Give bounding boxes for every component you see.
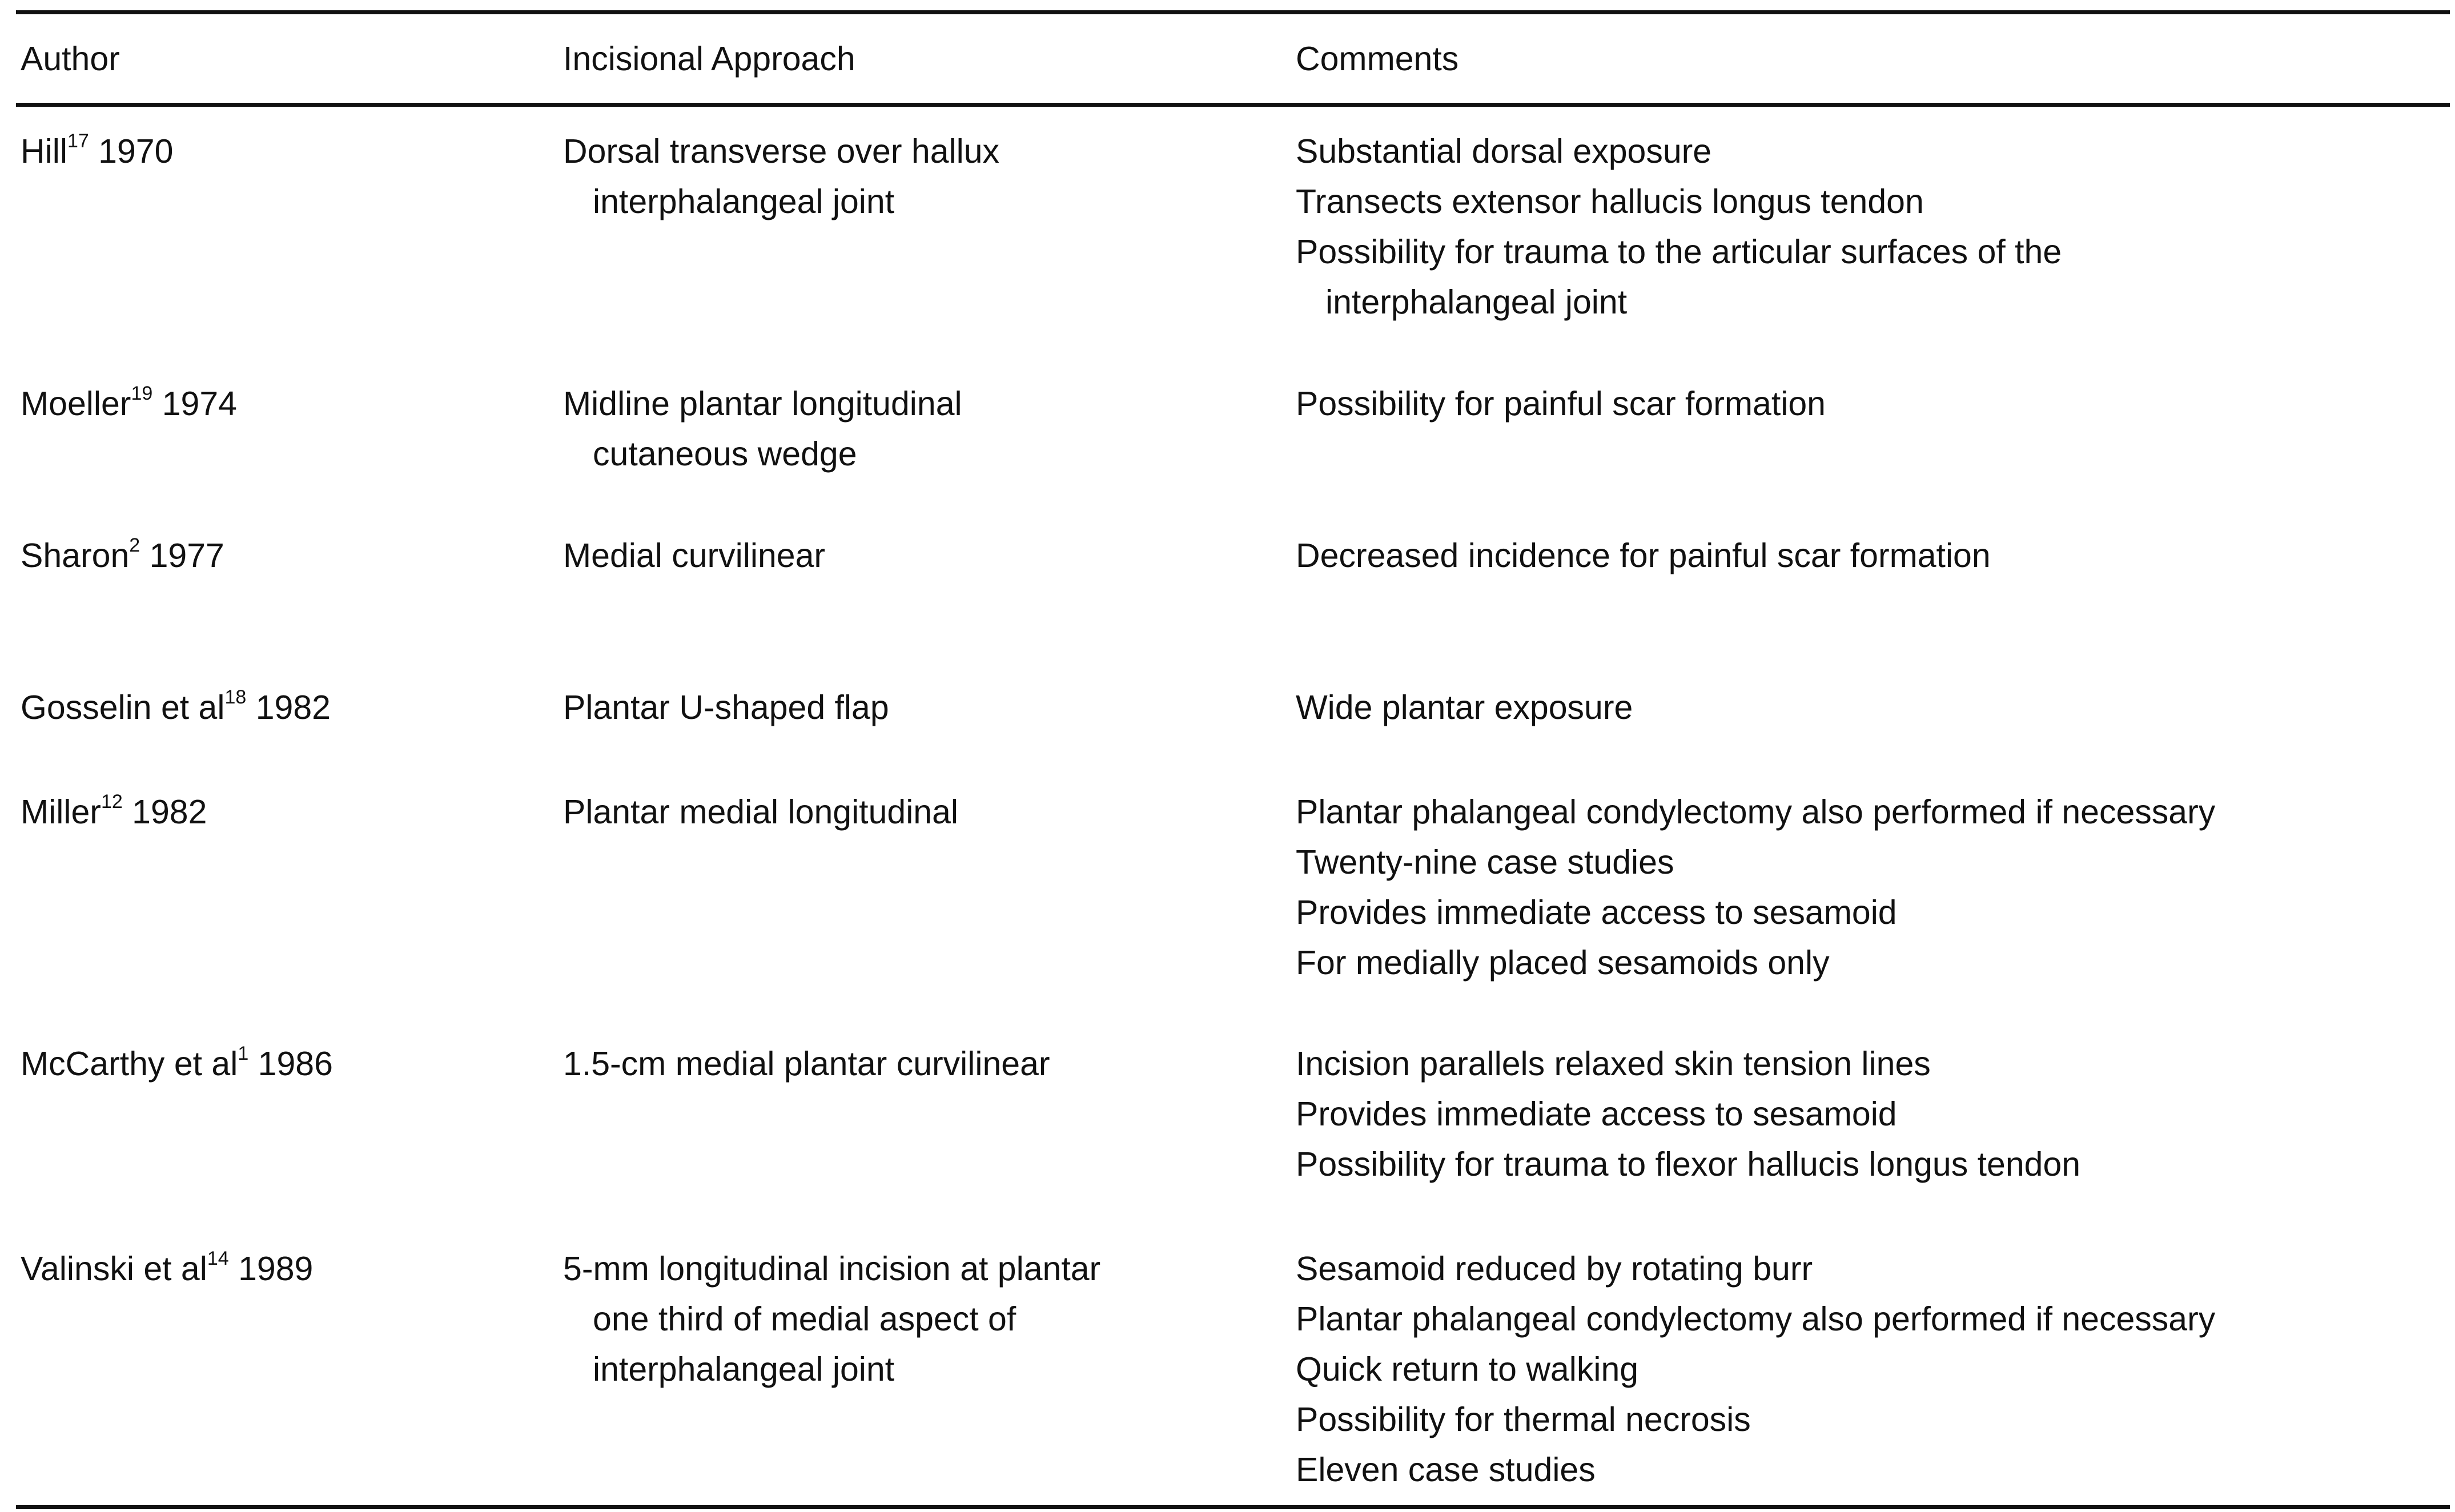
author-cell: McCarthy et al1 1986 bbox=[16, 1019, 563, 1089]
table-top-rule bbox=[16, 10, 2450, 14]
reference-superscript: 17 bbox=[67, 130, 89, 152]
approach-line-continued: cutaneous wedge bbox=[593, 435, 857, 473]
author-year: 1977 bbox=[149, 537, 224, 574]
reference-superscript: 14 bbox=[207, 1248, 229, 1270]
approach-cell: 1.5-cm medial plantar curvilinear bbox=[563, 1019, 1296, 1089]
reference-superscript: 19 bbox=[131, 383, 153, 405]
comment-line: Incision parallels relaxed skin tension … bbox=[1296, 1045, 1931, 1083]
author-year: 1970 bbox=[98, 132, 174, 170]
approach-line: 1.5-cm medial plantar curvilinear bbox=[563, 1045, 1050, 1083]
comment-line: Plantar phalangeal condylectomy also per… bbox=[1296, 1300, 2216, 1338]
comments-cell: Incision parallels relaxed skin tension … bbox=[1296, 1019, 2450, 1189]
comment-line: Wide plantar exposure bbox=[1296, 689, 1633, 726]
surgical-approaches-table: Author Incisional Approach Comments Hill… bbox=[16, 10, 2450, 1503]
author-year: 1986 bbox=[258, 1045, 333, 1083]
approach-line: Plantar medial longitudinal bbox=[563, 793, 959, 831]
comment-line: Plantar phalangeal condylectomy also per… bbox=[1296, 793, 2216, 831]
approach-cell: Plantar U-shaped flap bbox=[563, 663, 1296, 733]
author-name: Hill bbox=[21, 132, 67, 170]
author-year: 1989 bbox=[238, 1250, 314, 1288]
comments-cell: Wide plantar exposure bbox=[1296, 663, 2450, 733]
author-cell: Moeller19 1974 bbox=[16, 359, 563, 429]
approach-line: 5-mm longitudinal incision at plantar bbox=[563, 1250, 1101, 1288]
comments-cell: Possibility for painful scar formation bbox=[1296, 359, 2450, 429]
comment-line-continued: interphalangeal joint bbox=[1325, 283, 1628, 321]
approach-line-continued: interphalangeal joint bbox=[593, 1350, 895, 1388]
author-cell: Valinski et al14 1989 bbox=[16, 1224, 563, 1294]
comment-line: Quick return to walking bbox=[1296, 1350, 1639, 1388]
comment-line: Twenty-nine case studies bbox=[1296, 843, 1674, 881]
comment-line: Sesamoid reduced by rotating burr bbox=[1296, 1250, 1813, 1288]
table-header-row: Author Incisional Approach Comments bbox=[16, 14, 2450, 103]
header-comments: Comments bbox=[1296, 39, 1459, 78]
author-cell: Sharon2 1977 bbox=[16, 511, 563, 581]
table-header-rule bbox=[16, 103, 2450, 107]
comments-cell: Decreased incidence for painful scar for… bbox=[1296, 511, 2450, 581]
author-cell: Miller12 1982 bbox=[16, 767, 563, 837]
comment-line: Transects extensor hallucis longus tendo… bbox=[1296, 183, 1924, 220]
author-name: McCarthy et al bbox=[21, 1045, 238, 1083]
approach-line: Plantar U-shaped flap bbox=[563, 689, 889, 726]
approach-line: Medial curvilinear bbox=[563, 537, 826, 574]
reference-superscript: 2 bbox=[129, 534, 140, 557]
comment-line: Possibility for painful scar formation bbox=[1296, 385, 1826, 423]
approach-line-continued: interphalangeal joint bbox=[593, 183, 895, 220]
comment-line: Substantial dorsal exposure bbox=[1296, 132, 1712, 170]
author-name: Moeller bbox=[21, 385, 131, 423]
author-year: 1982 bbox=[255, 689, 331, 726]
comment-line: Possibility for thermal necrosis bbox=[1296, 1401, 1751, 1438]
author-cell: Hill17 1970 bbox=[16, 107, 563, 176]
approach-line: Dorsal transverse over hallux bbox=[563, 132, 1000, 170]
comment-line: Provides immediate access to sesamoid bbox=[1296, 894, 1897, 931]
reference-superscript: 1 bbox=[238, 1043, 249, 1065]
approach-cell: Midline plantar longitudinal cutaneous we… bbox=[563, 359, 1296, 479]
table-bottom-rule bbox=[16, 1505, 2450, 1509]
comment-line: Eleven case studies bbox=[1296, 1451, 1596, 1489]
comment-line: Possibility for trauma to the articular … bbox=[1296, 233, 2062, 271]
reference-superscript: 12 bbox=[101, 791, 123, 813]
comment-line: Provides immediate access to sesamoid bbox=[1296, 1095, 1897, 1133]
approach-cell: Dorsal transverse over hallux interphalan… bbox=[563, 107, 1296, 227]
author-year: 1982 bbox=[132, 793, 207, 831]
comment-line: Possibility for trauma to flexor halluci… bbox=[1296, 1145, 2081, 1183]
author-name: Sharon bbox=[21, 537, 130, 574]
author-year: 1974 bbox=[162, 385, 237, 423]
author-cell: Gosselin et al18 1982 bbox=[16, 663, 563, 733]
approach-line-continued: one third of medial aspect of bbox=[593, 1300, 1016, 1338]
author-name: Valinski et al bbox=[21, 1250, 207, 1288]
approach-cell: 5-mm longitudinal incision at plantar one… bbox=[563, 1224, 1296, 1394]
approach-line: Midline plantar longitudinal bbox=[563, 385, 962, 423]
header-author: Author bbox=[21, 39, 120, 78]
comment-line: Decreased incidence for painful scar for… bbox=[1296, 537, 1991, 574]
header-incisional-approach: Incisional Approach bbox=[563, 39, 855, 78]
comments-cell: Plantar phalangeal condylectomy also per… bbox=[1296, 767, 2450, 988]
approach-cell: Medial curvilinear bbox=[563, 511, 1296, 581]
comment-line: For medially placed sesamoids only bbox=[1296, 944, 1830, 982]
approach-cell: Plantar medial longitudinal bbox=[563, 767, 1296, 837]
author-name: Gosselin et al bbox=[21, 689, 225, 726]
reference-superscript: 18 bbox=[224, 686, 247, 709]
author-name: Miller bbox=[21, 793, 101, 831]
